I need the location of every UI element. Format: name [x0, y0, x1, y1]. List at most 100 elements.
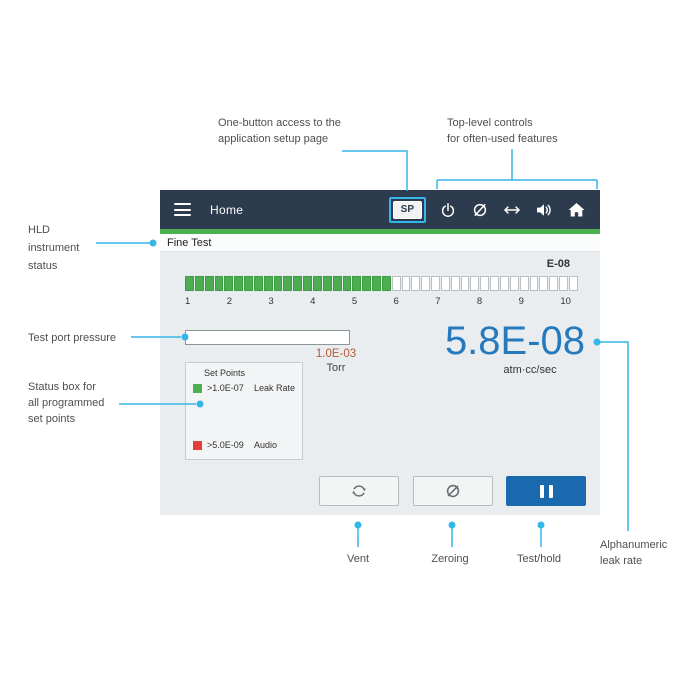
bargraph-tick-label: 4 — [310, 296, 316, 307]
bargraph-segment — [194, 276, 204, 291]
annotation-hld-status: HLD instrument status — [28, 221, 79, 275]
power-icon[interactable] — [438, 200, 458, 220]
leak-rate-bargraph — [185, 276, 578, 291]
bargraph-segment — [460, 276, 470, 291]
setpoint-threshold: >5.0E-09 — [207, 440, 244, 450]
test-port-pressure-bar — [185, 330, 350, 345]
setpoint-red-swatch — [193, 440, 202, 450]
annotation-line: HLD — [28, 224, 51, 236]
sp-highlight-outline: SP — [388, 196, 426, 223]
bargraph-segment — [470, 276, 480, 291]
bargraph-segment — [529, 276, 539, 291]
leader-dot-vent — [354, 521, 362, 529]
bargraph-tick-label: 9 — [518, 296, 524, 307]
bargraph-segment — [480, 276, 490, 291]
bargraph-segment — [263, 276, 273, 291]
bargraph-tick-label: 3 — [268, 296, 274, 307]
annotation-status-box: Status box for all programmed set points — [28, 379, 104, 427]
header-bar: Home SP — [160, 190, 600, 229]
bargraph-segment — [362, 276, 372, 291]
bargraph-segment — [312, 276, 322, 291]
pause-icon — [548, 484, 553, 498]
bargraph-segment — [381, 276, 391, 291]
bargraph-segment — [185, 276, 194, 291]
annotation-vent: Vent — [346, 553, 370, 565]
bargraph-exponent-label: E-08 — [546, 258, 570, 270]
setpoint-green-swatch — [193, 383, 202, 393]
annotation-line: Top-level controls — [447, 117, 533, 129]
test-hold-button[interactable] — [506, 476, 586, 506]
annotation-leak-rate: Alphanumeric leak rate — [600, 537, 667, 569]
setpoint-label: Audio — [254, 440, 278, 450]
zero-icon[interactable] — [470, 200, 490, 220]
annotation-line: Alphanumeric — [600, 539, 668, 551]
annotation-line: leak rate — [600, 555, 643, 567]
leader-leak-rate — [600, 341, 629, 531]
setup-sp-button[interactable]: SP — [392, 200, 422, 219]
volume-icon[interactable] — [534, 200, 554, 220]
annotation-line: One-button access to the — [218, 117, 341, 129]
bargraph-segment — [500, 276, 509, 291]
pressure-unit: Torr — [326, 362, 346, 374]
annotation-line: all programmed — [28, 397, 105, 409]
bargraph-segment — [283, 276, 293, 291]
bargraph-segment — [244, 276, 253, 291]
bargraph-tick-label: 10 — [560, 296, 571, 307]
zeroing-button[interactable] — [413, 476, 493, 506]
annotation-line: status — [28, 260, 58, 272]
bargraph-segment — [421, 276, 431, 291]
pressure-value: 1.0E-03 — [315, 348, 357, 360]
menu-icon[interactable] — [174, 200, 192, 220]
bargraph-segment — [539, 276, 549, 291]
bargraph-segment — [401, 276, 411, 291]
setpoints-title: Set Points — [204, 368, 246, 378]
bargraph-segment — [431, 276, 440, 291]
refresh-vent-icon — [352, 485, 366, 497]
bargraph-segment — [253, 276, 263, 291]
bargraph-tick-label: 1 — [185, 296, 191, 307]
transfer-arrows-icon[interactable] — [502, 200, 522, 220]
setpoint-label: Leak Rate — [254, 383, 296, 393]
bargraph-segment — [440, 276, 450, 291]
pause-icon — [539, 484, 544, 498]
bargraph-segment — [342, 276, 352, 291]
zero-icon — [446, 484, 460, 498]
vent-button[interactable] — [319, 476, 399, 506]
bargraph-segment — [352, 276, 362, 291]
leader-dot-zeroing — [448, 521, 456, 529]
bargraph-segment — [273, 276, 283, 291]
annotation-top-controls: Top-level controls for often-used featur… — [447, 115, 558, 147]
bargraph-segment — [450, 276, 460, 291]
annotation-line: set points — [28, 413, 76, 425]
bargraph-segment — [293, 276, 303, 291]
bargraph-segment — [204, 276, 214, 291]
bargraph-segment — [509, 276, 519, 291]
bargraph-segment — [490, 276, 499, 291]
setpoint-threshold: >1.0E-07 — [207, 383, 244, 393]
bargraph-segment — [391, 276, 401, 291]
bargraph-segment — [332, 276, 342, 291]
setpoint-row-audio: >5.0E-09 Audio — [193, 440, 277, 450]
header-controls: SP — [388, 196, 586, 223]
bargraph-segment — [568, 276, 578, 291]
bargraph-tick-label: 6 — [393, 296, 399, 307]
annotation-line: for often-used features — [447, 133, 558, 145]
leader-setup-access — [342, 150, 408, 191]
bargraph-segment — [519, 276, 529, 291]
home-icon[interactable] — [566, 200, 586, 220]
leader-top-controls — [436, 149, 598, 189]
annotation-zeroing: Zeroing — [431, 553, 469, 565]
bargraph-tick-label: 5 — [351, 296, 358, 307]
leak-rate-unit: atm·cc/sec — [503, 364, 557, 376]
bargraph-segment — [559, 276, 568, 291]
annotation-test-port-pressure: Test port pressure — [28, 332, 117, 344]
setpoint-row-leak-rate: >1.0E-07 Leak Rate — [193, 383, 295, 393]
bargraph-segment — [303, 276, 312, 291]
leader-dot-hld-status — [149, 239, 157, 247]
annotation-test-hold: Test/hold — [516, 553, 562, 565]
bargraph-tick-label: 7 — [435, 296, 441, 307]
bargraph-segment — [224, 276, 234, 291]
